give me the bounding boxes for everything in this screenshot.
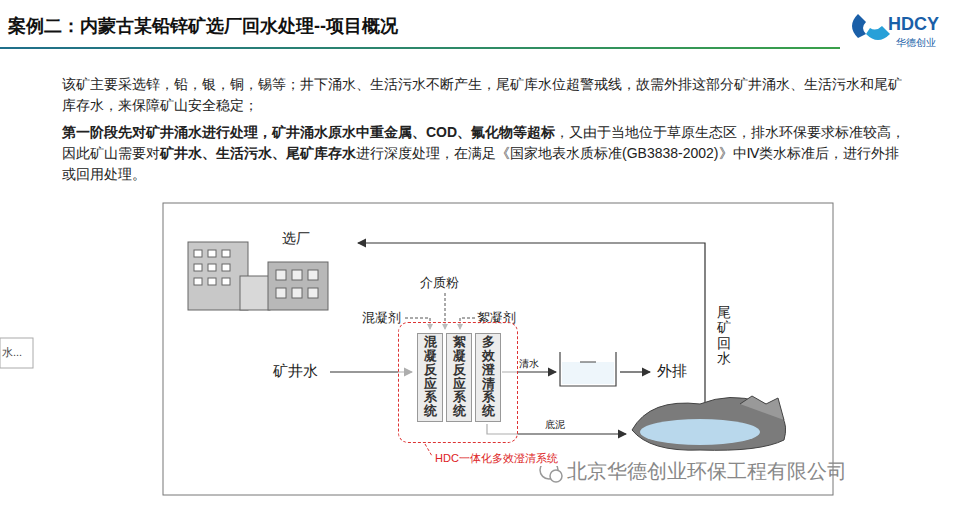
input-label: 介质粉 xyxy=(420,274,459,292)
process-text: 絮凝反应系统 xyxy=(453,336,466,419)
logo-text: HDCY xyxy=(888,14,939,35)
paragraph: 第一阶段先对矿井涌水进行处理，矿井涌水原水中重金属、COD、氟化物等超标，又由于… xyxy=(62,122,907,185)
process-box: 絮凝反应系统 xyxy=(446,333,472,422)
logo-mark xyxy=(852,14,890,40)
paragraph-text: 第一阶段先对矿井涌水进行处理，矿井涌水原水中重金属、COD、氟化物等超标 xyxy=(62,124,555,140)
output-label: 外排 xyxy=(657,362,687,381)
process-text: 多效澄清系统 xyxy=(482,336,495,419)
input-label: 矿井水 xyxy=(273,362,318,381)
flow-label: 尾矿回水 xyxy=(717,305,731,367)
paragraph-text: 该矿主要采选锌，铅，银，铜，锡等；井下涌水、生活污水不断产生，尾矿库水位超警戒线… xyxy=(62,76,902,113)
paragraph-text: 矿井水、生活污水、尾矿库存水 xyxy=(160,145,356,161)
side-tab-text: 水... xyxy=(2,345,22,360)
paragraph: 该矿主要采选锌，铅，银，铜，锡等；井下涌水、生活污水不断产生，尾矿库水位超警戒线… xyxy=(62,74,907,116)
process-text: 混凝反应系统 xyxy=(424,336,437,419)
watermark: 北京华德创业环保工程有限公司 xyxy=(567,458,847,485)
process-box: 混凝反应系统 xyxy=(417,333,443,422)
factory-illustration xyxy=(188,242,328,310)
tailings-pond xyxy=(632,396,786,450)
title-rule xyxy=(0,47,840,49)
system-boundary: HDC一体化多效澄清系统混凝反应系统絮凝反应系统多效澄清系统 xyxy=(398,322,518,443)
process-box: 多效澄清系统 xyxy=(475,333,501,422)
factory-label-box: 选厂 xyxy=(282,230,318,250)
tank xyxy=(560,352,616,386)
system-caption: HDC一体化多效澄清系统 xyxy=(433,451,560,466)
slide-title: 案例二：内蒙古某铅锌矿选厂回水处理--项目概况 xyxy=(8,14,398,38)
factory-label: 选厂 xyxy=(282,230,318,248)
discharge-arrow xyxy=(620,371,650,372)
caption-leader xyxy=(425,444,432,456)
flow-label: 底泥 xyxy=(545,418,565,432)
side-tab xyxy=(0,338,33,368)
flow-label: 清水 xyxy=(519,357,539,371)
logo-subtext: 华德创业 xyxy=(896,36,936,50)
frame xyxy=(163,203,833,495)
input-label: 混凝剂 xyxy=(362,309,401,327)
